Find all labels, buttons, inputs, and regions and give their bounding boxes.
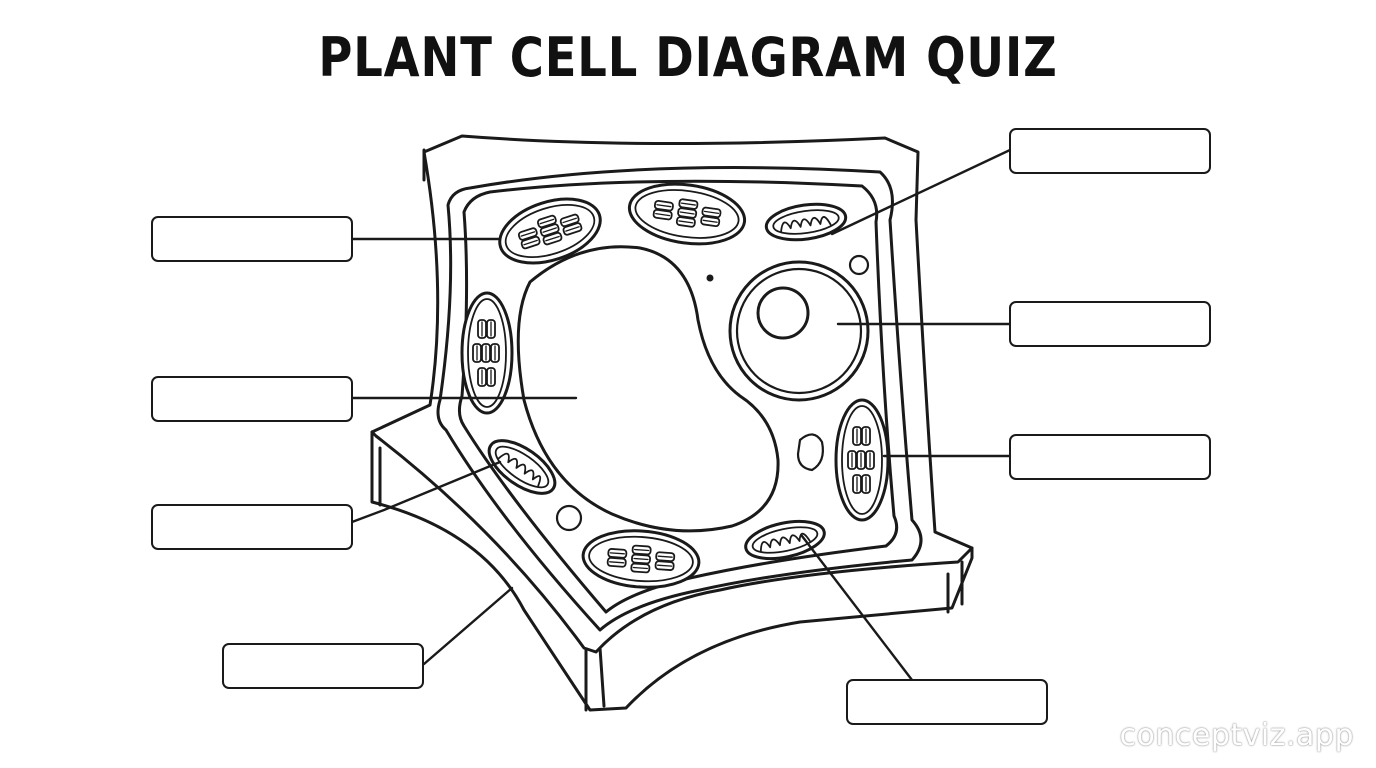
chloroplast-top-left bbox=[498, 197, 602, 265]
chloroplast-top-center bbox=[627, 182, 747, 246]
cell-membrane bbox=[457, 179, 899, 614]
nucleolus bbox=[756, 286, 810, 340]
label-box-left-1[interactable] bbox=[151, 216, 353, 262]
watermark: conceptviz.app bbox=[1119, 718, 1354, 753]
label-box-left-3[interactable] bbox=[151, 504, 353, 550]
label-box-top-right[interactable] bbox=[1009, 128, 1211, 174]
mitochondrion-left bbox=[487, 439, 557, 495]
leader-line-bottom-left bbox=[422, 586, 514, 666]
label-box-left-2[interactable] bbox=[151, 376, 353, 422]
page-title: PLANT CELL DIAGRAM QUIZ bbox=[318, 26, 1058, 89]
cell-wall-inner bbox=[436, 166, 923, 632]
label-box-right-3[interactable] bbox=[1009, 434, 1211, 480]
chloroplast-left bbox=[460, 291, 514, 415]
nucleus bbox=[728, 260, 870, 402]
label-box-right-2[interactable] bbox=[1009, 301, 1211, 347]
leader-line-bottom-right bbox=[800, 534, 914, 682]
leader-line-top-right bbox=[830, 148, 1012, 236]
label-box-bottom-left[interactable] bbox=[222, 643, 424, 689]
label-box-bottom-right[interactable] bbox=[846, 679, 1048, 725]
mitochondrion-top-right bbox=[764, 202, 848, 242]
chloroplast-right bbox=[834, 398, 890, 522]
mitochondrion-bottom-right bbox=[744, 519, 826, 561]
leader-line-left-3 bbox=[350, 460, 502, 524]
chloroplast-bottom bbox=[581, 529, 701, 589]
central-vacuole bbox=[516, 245, 780, 533]
